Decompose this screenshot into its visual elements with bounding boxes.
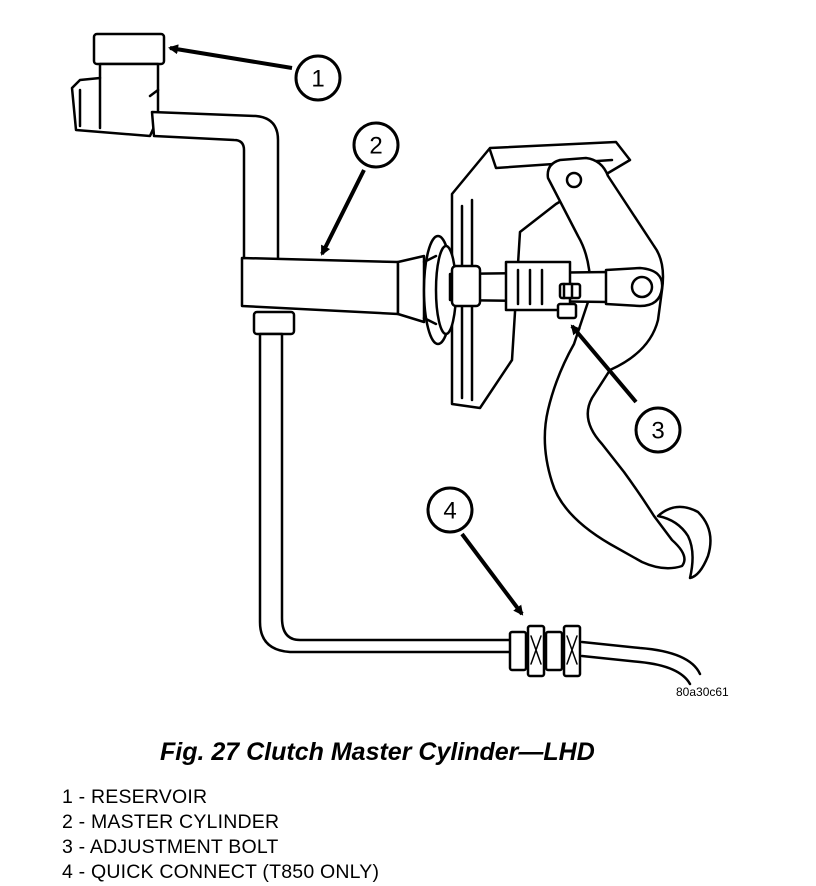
callout-label-3: 3 (651, 418, 664, 445)
legend-item: 1 - RESERVOIR (62, 786, 208, 808)
callout-label-1: 1 (311, 66, 324, 93)
callout-circle-1 (294, 54, 342, 102)
callout-arrow-2 (320, 169, 366, 256)
legend-item: 3 - ADJUSTMENT BOLT (62, 836, 279, 858)
callout-arrow-4 (460, 532, 524, 616)
callout-circle-3 (634, 406, 682, 454)
callout-circle-4 (426, 486, 474, 534)
reservoir (70, 32, 166, 138)
master-cylinder (240, 234, 458, 346)
clutch-pedal (543, 156, 712, 580)
callout-arrow-3 (570, 324, 638, 404)
legend-item: 2 - MASTER CYLINDER (62, 811, 280, 833)
callout-label-2: 2 (369, 133, 382, 160)
adjustment-bolt (556, 282, 582, 320)
figure-code: 80a30c61 (676, 685, 729, 699)
reservoir-hose (150, 110, 280, 262)
legend-item: 4 - QUICK CONNECT (T850 ONLY) (62, 861, 380, 883)
push-rod (448, 260, 664, 312)
callout-arrow-1 (168, 44, 293, 70)
figure-caption: Fig. 27 Clutch Master Cylinder—LHD (160, 738, 595, 766)
callout-label-4: 4 (443, 498, 456, 525)
quick-connect (508, 624, 582, 678)
clutch-master-cylinder-diagram: 1 2 3 4 80a30c61 (70, 32, 729, 699)
legend: 1 - RESERVOIR 2 - MASTER CYLINDER 3 - AD… (62, 785, 379, 885)
callout-circle-2 (352, 121, 400, 169)
